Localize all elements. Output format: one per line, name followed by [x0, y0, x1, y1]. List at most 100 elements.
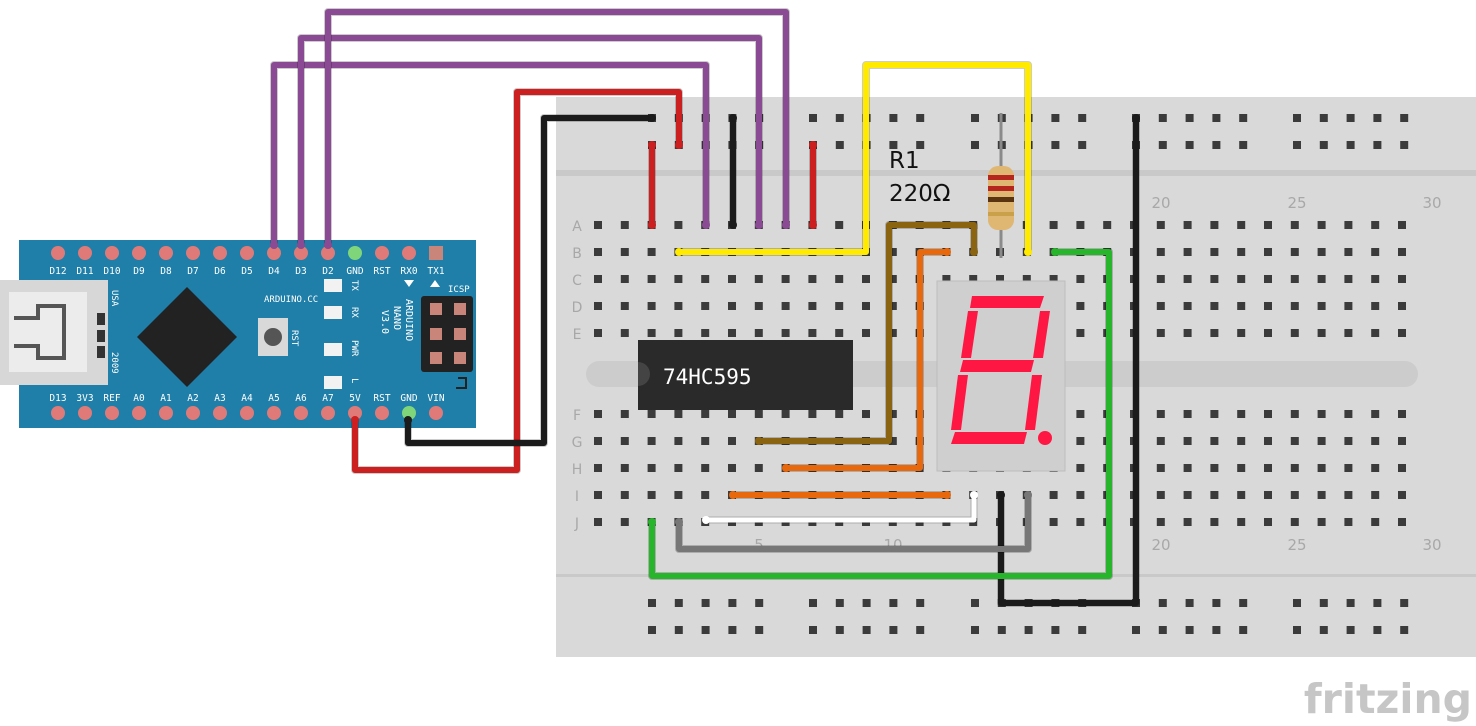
usb-pad	[97, 330, 105, 342]
rail-hole	[809, 626, 817, 634]
wire-purple-d4-end	[270, 241, 278, 249]
rail-hole	[971, 599, 979, 607]
wire-black-jumper-end	[729, 221, 737, 229]
rail-hole	[1319, 114, 1328, 122]
pin-label-top: D5	[241, 266, 252, 277]
breadboard-hole	[1264, 437, 1272, 445]
icsp-pin	[454, 303, 466, 315]
breadboard-hole	[1317, 302, 1326, 310]
breadboard-hole	[862, 275, 870, 283]
breadboard-hole	[754, 464, 763, 472]
breadboard-hole	[1398, 248, 1406, 256]
rail-hole	[674, 626, 683, 634]
breadboard-hole	[1290, 491, 1299, 499]
reset-button-cap[interactable]	[264, 328, 282, 346]
rail-hole	[728, 626, 737, 634]
pin-pad	[267, 406, 281, 420]
breadboard-hole	[647, 329, 656, 337]
breadboard-hole	[996, 275, 1004, 283]
rail-hole	[1078, 141, 1087, 149]
row-label-h: H	[572, 462, 583, 478]
breadboard-hole	[1371, 464, 1380, 472]
wire-green-end	[1051, 248, 1059, 256]
pin-label-top: D3	[295, 266, 306, 277]
rail-hole	[889, 114, 898, 122]
resistor-band-4	[988, 212, 1014, 216]
breadboard-hole	[701, 464, 710, 472]
breadboard-hole	[1264, 518, 1272, 526]
resistor-value: 220Ω	[889, 181, 950, 207]
breadboard-hole	[1156, 248, 1165, 256]
breadboard-hole	[1237, 491, 1246, 499]
rail-hole	[1346, 141, 1355, 149]
pin-label-bottom: A3	[214, 393, 225, 404]
breadboard-hole	[1237, 464, 1246, 472]
breadboard-hole	[1076, 410, 1085, 418]
breadboard-hole	[1344, 275, 1353, 283]
breadboard-hole	[1183, 410, 1192, 418]
breadboard-hole	[1183, 329, 1192, 337]
breadboard-hole	[862, 329, 870, 337]
breadboard-hole	[1264, 302, 1272, 310]
wire-yellow-end	[675, 248, 683, 256]
breadboard-hole	[647, 437, 656, 445]
usa-label: USA	[109, 290, 119, 307]
pin-label-top: TX1	[427, 266, 444, 277]
arduino-nano: RST TX RX PWR L ARDUINO.CC ARDUINO NANO …	[0, 240, 476, 428]
shift-register-ic: 74HC595	[638, 340, 853, 410]
rail-hole	[648, 599, 656, 607]
breadboard-hole	[1156, 518, 1165, 526]
pin-label-top: D7	[187, 266, 198, 277]
resistor-band-3	[988, 197, 1014, 202]
breadboard-hole	[1371, 248, 1380, 256]
breadboard-hole	[594, 491, 602, 499]
breadboard-hole	[1076, 437, 1085, 445]
breadboard-hole	[1290, 437, 1299, 445]
wire-brown-end	[755, 437, 763, 445]
breadboard-hole	[1156, 221, 1165, 229]
breadboard-hole	[620, 464, 629, 472]
rail-hole	[1346, 599, 1355, 607]
wire-black-gnd-end	[404, 416, 412, 424]
rail-hole	[1400, 141, 1409, 149]
breadboard-hole	[888, 275, 897, 283]
rail-hole	[835, 114, 844, 122]
pin-pad	[294, 406, 308, 420]
breadboard-hole	[1156, 437, 1165, 445]
breadboard-hole	[1317, 437, 1326, 445]
rail-hole	[701, 599, 710, 607]
rail-hole	[1051, 141, 1060, 149]
rail-hole	[889, 141, 898, 149]
pin-pad	[186, 406, 200, 420]
resistor-band-2	[988, 186, 1014, 191]
microcontroller-chip	[137, 287, 237, 387]
triangle-up-icon	[430, 280, 440, 287]
pin-pad	[159, 246, 173, 260]
pin-label-bottom: A0	[133, 393, 145, 404]
breadboard-hole	[594, 410, 602, 418]
rail-hole	[809, 599, 817, 607]
pin-pad	[321, 406, 335, 420]
wire-black-gnd	[405, 115, 655, 446]
row-label-g: G	[572, 435, 583, 451]
rail-hole	[1293, 626, 1301, 634]
breadboard-hole	[1344, 410, 1353, 418]
breadboard-hole	[620, 329, 629, 337]
breadboard-hole	[1264, 464, 1272, 472]
breadboard-hole	[1210, 464, 1219, 472]
breadboard-hole	[728, 275, 736, 283]
breadboard-hole	[1371, 491, 1380, 499]
breadboard-hole	[728, 464, 736, 472]
rail-hole	[835, 141, 844, 149]
rail-hole	[728, 599, 737, 607]
breadboard-hole	[1210, 302, 1219, 310]
wire-purple-d2	[325, 9, 789, 248]
breadboard-hole	[701, 491, 710, 499]
segment-d	[951, 432, 1027, 444]
breadboard-hole	[1290, 275, 1299, 283]
breadboard-hole	[1183, 248, 1192, 256]
wire-purple-d3	[298, 35, 762, 248]
breadboard-hole	[620, 221, 629, 229]
rail-hole	[1239, 141, 1248, 149]
pin-pad	[132, 246, 146, 260]
